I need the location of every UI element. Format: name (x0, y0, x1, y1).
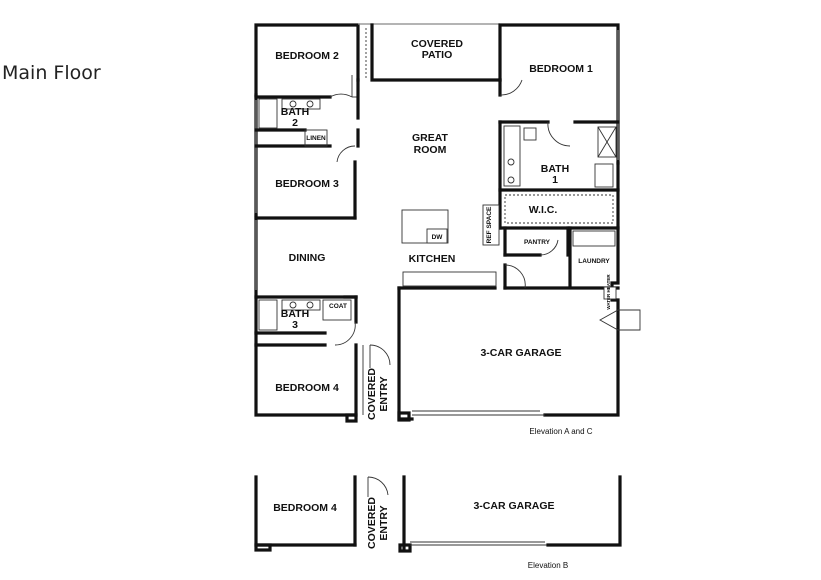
label-covered-patio-line2: PATIO (422, 49, 453, 61)
label-wic: W.I.C. (529, 204, 558, 216)
label-bath-2-line2: 2 (292, 117, 298, 129)
label-bath-1-line2: 1 (552, 174, 558, 186)
label-covered-entry-line2: ENTRY (378, 376, 390, 411)
label-laundry: LAUNDRY (578, 258, 610, 265)
page-title: Main Floor (2, 62, 101, 84)
label-ref-space: REF SPACE (486, 206, 493, 243)
label-coat: COAT (329, 303, 347, 310)
label-3-car-garage-elev-b: 3-CAR GARAGE (473, 500, 554, 512)
label-great-room-line1: GREAT (412, 132, 449, 144)
label-bedroom-3: BEDROOM 3 (275, 178, 339, 190)
label-bedroom-4-elev-b: BEDROOM 4 (273, 502, 337, 514)
label-kitchen: KITCHEN (409, 253, 456, 265)
label-water-heater: WATER HEATER (606, 274, 611, 310)
label-covered-entry-elev-b-line1: COVERED (366, 497, 378, 549)
caption-elevation-a-c: Elevation A and C (529, 427, 592, 436)
label-bath-3-line1: BATH (281, 308, 309, 320)
label-pantry: PANTRY (524, 239, 551, 246)
exterior-walls (254, 23, 620, 423)
caption-elevation-b: Elevation B (528, 561, 568, 570)
elevation-b-walls (254, 475, 622, 553)
label-covered-entry-elev-b-line2: ENTRY (378, 505, 390, 540)
label-dining: DINING (289, 252, 326, 264)
label-covered-patio-line1: COVERED (411, 38, 463, 50)
interior-walls (254, 78, 620, 417)
label-bedroom-1: BEDROOM 1 (529, 63, 593, 75)
fixtures (258, 28, 641, 415)
label-bath-2-line1: BATH (281, 106, 309, 118)
label-bedroom-2: BEDROOM 2 (275, 50, 339, 62)
label-dishwasher: DW (432, 234, 444, 241)
label-great-room-line2: ROOM (414, 144, 447, 156)
label-bath-1-line1: BATH (541, 163, 569, 175)
label-covered-entry-line1: COVERED (366, 368, 378, 420)
label-linen: LINEN (306, 135, 326, 142)
label-3-car-garage: 3-CAR GARAGE (480, 347, 561, 359)
label-bedroom-4: BEDROOM 4 (275, 382, 339, 394)
label-bath-3-line2: 3 (292, 319, 298, 331)
